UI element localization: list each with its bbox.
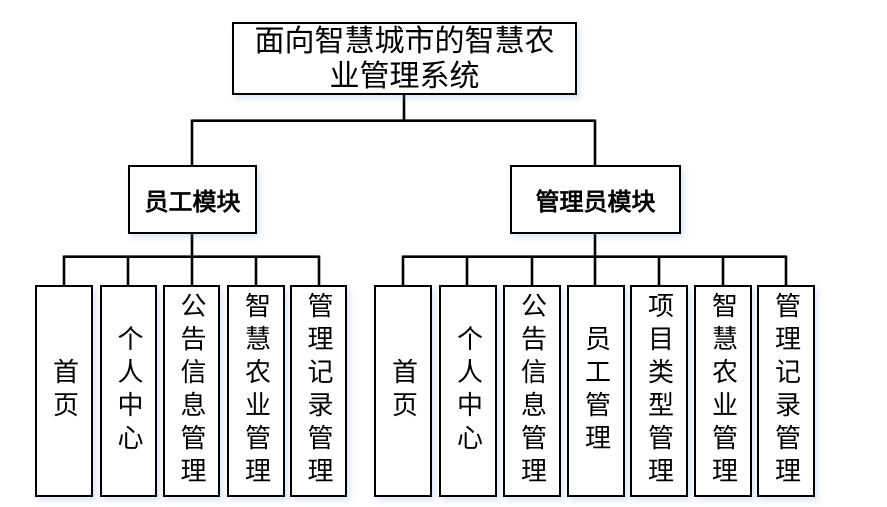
employee-module-label: 员工模块 [144, 189, 241, 216]
leaf-label: 公告信息管理 [177, 292, 206, 490]
node-employee-smart-agriculture-management: 智慧农业管理 [227, 285, 285, 497]
node-admin-project-type-management: 项目类型管理 [630, 285, 688, 497]
node-employee-announcement-management: 公告信息管理 [163, 285, 220, 497]
system-title-label: 面向智慧城市的智慧农业管理系统 [254, 24, 555, 93]
node-admin-employee-management: 员工管理 [567, 285, 625, 497]
node-employee-home: 首页 [35, 285, 93, 497]
leaf-label: 管理记录管理 [771, 292, 801, 490]
node-admin-personal-center: 个人中心 [439, 285, 497, 497]
leaf-label: 智慧农业管理 [708, 292, 738, 490]
leaf-label: 项目类型管理 [644, 292, 674, 490]
node-system-title: 面向智慧城市的智慧农业管理系统 [232, 22, 577, 95]
leaf-label: 首页 [49, 358, 79, 424]
node-employee-management-record-management: 管理记录管理 [290, 285, 347, 497]
node-admin-smart-agriculture-management: 智慧农业管理 [694, 285, 752, 497]
leaf-label: 管理记录管理 [304, 292, 333, 490]
node-admin-management-record-management: 管理记录管理 [757, 285, 815, 497]
node-admin-home: 首页 [374, 285, 432, 497]
leaf-label: 首页 [388, 358, 418, 424]
node-employee-module: 员工模块 [128, 165, 257, 234]
node-admin-announcement-management: 公告信息管理 [503, 285, 561, 497]
node-admin-module: 管理员模块 [510, 165, 681, 234]
leaf-label: 个人中心 [114, 325, 143, 457]
leaf-label: 公告信息管理 [517, 292, 547, 490]
leaf-label: 员工管理 [581, 325, 611, 457]
leaf-label: 智慧农业管理 [241, 292, 271, 490]
admin-module-label: 管理员模块 [535, 189, 656, 216]
node-employee-personal-center: 个人中心 [100, 285, 157, 497]
leaf-label: 个人中心 [453, 325, 483, 457]
